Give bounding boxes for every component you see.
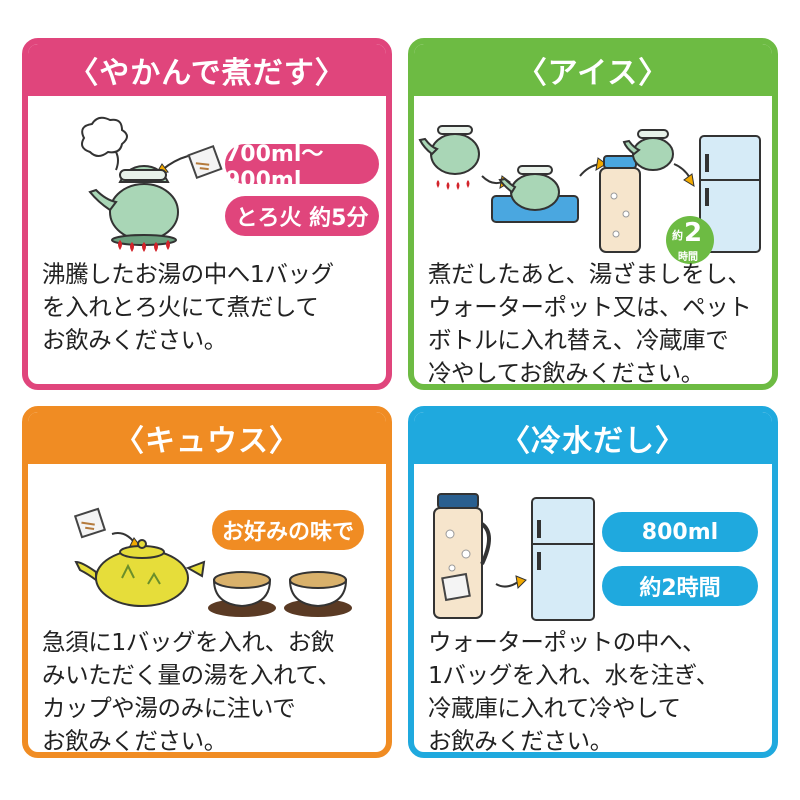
kettle-illustration: 700ml〜900ml とろ火 約5分 xyxy=(28,96,386,256)
teapot-icon xyxy=(74,539,206,607)
kettle-method-card: 〈やかんで煮だす〉 xyxy=(22,38,392,390)
tea-bag-icon xyxy=(187,144,223,180)
cold-brew-illustration: 800ml 約2時間 xyxy=(414,464,772,624)
kettle-icon xyxy=(418,125,480,175)
cold-brew-card-header: 〈冷水だし〉 xyxy=(414,412,772,464)
kettle-icon xyxy=(88,164,179,246)
teacup-icon xyxy=(284,571,352,617)
water-bath-icon xyxy=(491,165,579,223)
kyusu-card-title: 〈キュウス〉 xyxy=(114,424,300,459)
ice-method-card: 〈アイス〉 xyxy=(408,38,778,390)
flame-icon xyxy=(436,180,470,190)
kettle-card-header: 〈やかんで煮だす〉 xyxy=(28,44,386,96)
kyusu-instructions: 急須に1バッグを入れ、お飲 みいただく量の湯を入れて、 カップや湯のみに注いで … xyxy=(42,628,341,755)
kettle-instructions: 沸騰したお湯の中へ1バッグ を入れとろ火にて煮だして お飲みください。 xyxy=(42,260,334,354)
kyusu-method-card: 〈キュウス〉 xyxy=(22,406,392,758)
arrow-icon xyxy=(673,163,691,179)
taste-badge: お好みの味で xyxy=(212,510,364,550)
volume-badge: 700ml〜900ml xyxy=(225,142,379,193)
ice-illustration: 約 2 時間 xyxy=(414,96,772,264)
cold-brew-instructions: ウォーターポットの中へ、 1バッグを入れ、水を注ぎ、 冷蔵庫に入れて冷やして お… xyxy=(428,628,719,755)
volume-badge: 800ml xyxy=(602,512,758,552)
kettle-card-title: 〈やかんで煮だす〉 xyxy=(68,56,346,91)
bottle-icon xyxy=(599,155,641,253)
cold-brew-method-card: 〈冷水だし〉 800ml 約2時 xyxy=(408,406,778,758)
arrow-icon xyxy=(111,532,135,543)
time-circle-badge: 約 2 時間 xyxy=(666,216,714,264)
steam-icon xyxy=(81,116,128,171)
cold-brew-card-title: 〈冷水だし〉 xyxy=(500,424,686,459)
refrigerator-icon xyxy=(531,497,595,621)
ice-card-header: 〈アイス〉 xyxy=(414,44,772,96)
arrow-icon xyxy=(161,155,189,171)
tea-bag-icon xyxy=(73,507,107,539)
water-pot-icon xyxy=(433,493,491,619)
kyusu-illustration: お好みの味で xyxy=(28,464,386,624)
time-badge: とろ火 約5分 xyxy=(225,196,379,236)
refrigerator-icon xyxy=(699,135,761,253)
arrow-icon xyxy=(495,581,519,588)
ice-card-title: 〈アイス〉 xyxy=(516,56,670,91)
kettle-icon xyxy=(622,129,674,171)
time-badge: 約2時間 xyxy=(602,566,758,606)
arrow-icon xyxy=(481,175,503,185)
flame-icon xyxy=(118,240,170,252)
teacup-icon xyxy=(208,571,276,617)
ice-instructions: 煮だしたあと、湯ざましをし、 ウォーターポット又は、ペット ボトルに入れ替え、冷… xyxy=(428,260,752,387)
kyusu-card-header: 〈キュウス〉 xyxy=(28,412,386,464)
